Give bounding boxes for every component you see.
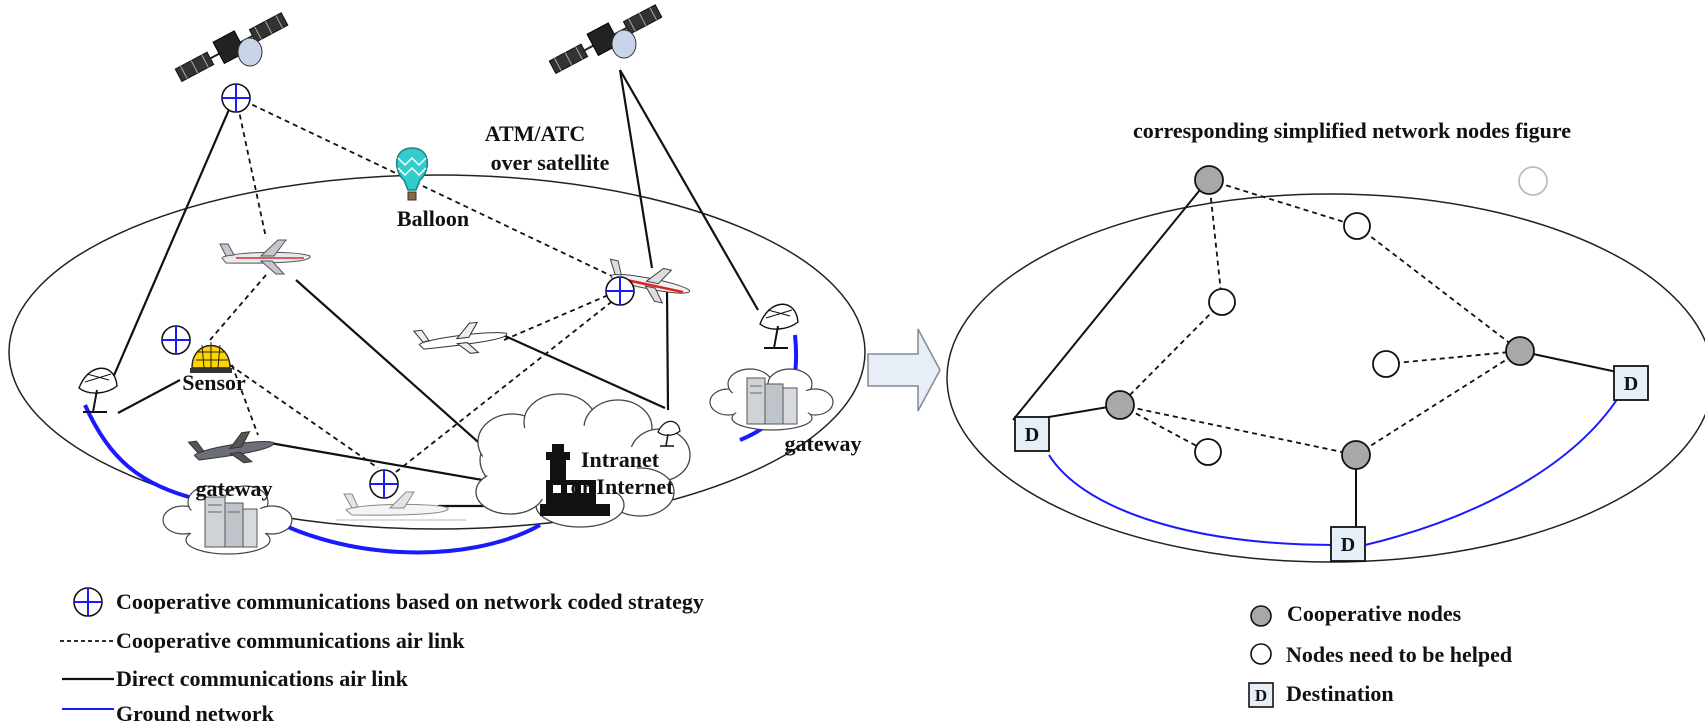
- right-cooperative-links: [1119, 179, 1521, 456]
- satellite-dish-icon-left: [78, 367, 118, 413]
- airplane-icon-upper-right: [609, 258, 691, 304]
- left-network-ellipse: [8, 174, 866, 530]
- satellite-icon-right: [548, 4, 663, 75]
- destination-node-right: D: [1613, 365, 1649, 401]
- cooperative-node-top: [1194, 165, 1224, 195]
- legend-ground-network-text: Ground network: [116, 701, 275, 725]
- destination-letter: D: [1624, 373, 1638, 395]
- right-ground-network-link: [1048, 397, 1619, 546]
- destination-letter: D: [1341, 534, 1355, 556]
- airplane-icon-bottom: [336, 491, 466, 521]
- legend-destination-letter: D: [1255, 686, 1267, 705]
- helped-node-upper: [1343, 212, 1371, 240]
- atm-atc-label: ATM/ATC: [485, 121, 586, 146]
- destination-node-bottom: D: [1330, 526, 1366, 562]
- legend-destination-icon: [1248, 682, 1274, 708]
- legend-coded-node-icon: [73, 587, 103, 617]
- destination-node-left: D: [1014, 416, 1050, 452]
- destination-letter: D: [1025, 424, 1039, 446]
- airplane-icon-middle: [412, 321, 508, 354]
- sensor-icon: [190, 342, 232, 373]
- cooperative-node-left: [1105, 390, 1135, 420]
- right-direct-links: [1012, 179, 1632, 528]
- airplane-icon-upper-left: [219, 239, 311, 275]
- transition-arrow: [867, 328, 941, 412]
- satellite-icon-left: [174, 12, 289, 83]
- satellite-dish-icon-right: [759, 303, 799, 349]
- balloon-label: Balloon: [397, 206, 469, 231]
- right-panel: corresponding simplified network nodes f…: [946, 118, 1705, 708]
- right-network-ellipse: [946, 193, 1705, 563]
- gateway-label-left: gateway: [196, 476, 273, 501]
- coded-node-icon-bottom: [369, 469, 399, 499]
- satellite-dish-icon-cloud: [657, 420, 681, 447]
- cooperative-node-right: [1505, 336, 1535, 366]
- legend-coded-strategy-text: Cooperative communications based on netw…: [116, 589, 704, 614]
- coded-node-icon-satellite: [221, 83, 251, 113]
- helped-node-left: [1208, 288, 1236, 316]
- helped-node-middle: [1372, 350, 1400, 378]
- left-panel: ATM/ATC over satellite Balloon Sensor ga…: [8, 4, 866, 725]
- sensor-label: Sensor: [182, 370, 246, 395]
- cooperative-node-bottom: [1341, 440, 1371, 470]
- airplane-icon-lower-left: [187, 431, 275, 464]
- legend-cooperative-nodes-text: Cooperative nodes: [1287, 601, 1462, 626]
- internet-label: or Internet: [571, 474, 675, 499]
- legend-helped-node-icon: [1250, 643, 1272, 665]
- legend-helped-nodes-text: Nodes need to be helped: [1286, 642, 1512, 667]
- legend-cooperative-node-icon: [1250, 605, 1272, 627]
- server-icon-right: [746, 377, 798, 425]
- gateway-label-right: gateway: [785, 431, 862, 456]
- coded-node-icon-airplane: [605, 276, 635, 306]
- server-icon-left: [204, 496, 258, 548]
- over-satellite-label: over satellite: [491, 150, 610, 175]
- right-legend: Cooperative nodes Nodes need to be helpe…: [1248, 601, 1512, 708]
- cooperative-links: [209, 96, 625, 473]
- helped-node-lower: [1194, 438, 1222, 466]
- left-legend: Cooperative communications based on netw…: [60, 587, 704, 725]
- legend-destination-text: Destination: [1286, 681, 1394, 706]
- legend-cooperative-link-text: Cooperative communications air link: [116, 628, 465, 653]
- control-tower-icon: [540, 444, 610, 516]
- coded-node-icon-sensor: [161, 325, 191, 355]
- faint-node: [1518, 166, 1548, 196]
- balloon-icon: [396, 147, 428, 201]
- legend-direct-link-text: Direct communications air link: [116, 666, 409, 691]
- right-panel-title: corresponding simplified network nodes f…: [1133, 118, 1571, 143]
- intranet-label: Intranet: [581, 447, 660, 472]
